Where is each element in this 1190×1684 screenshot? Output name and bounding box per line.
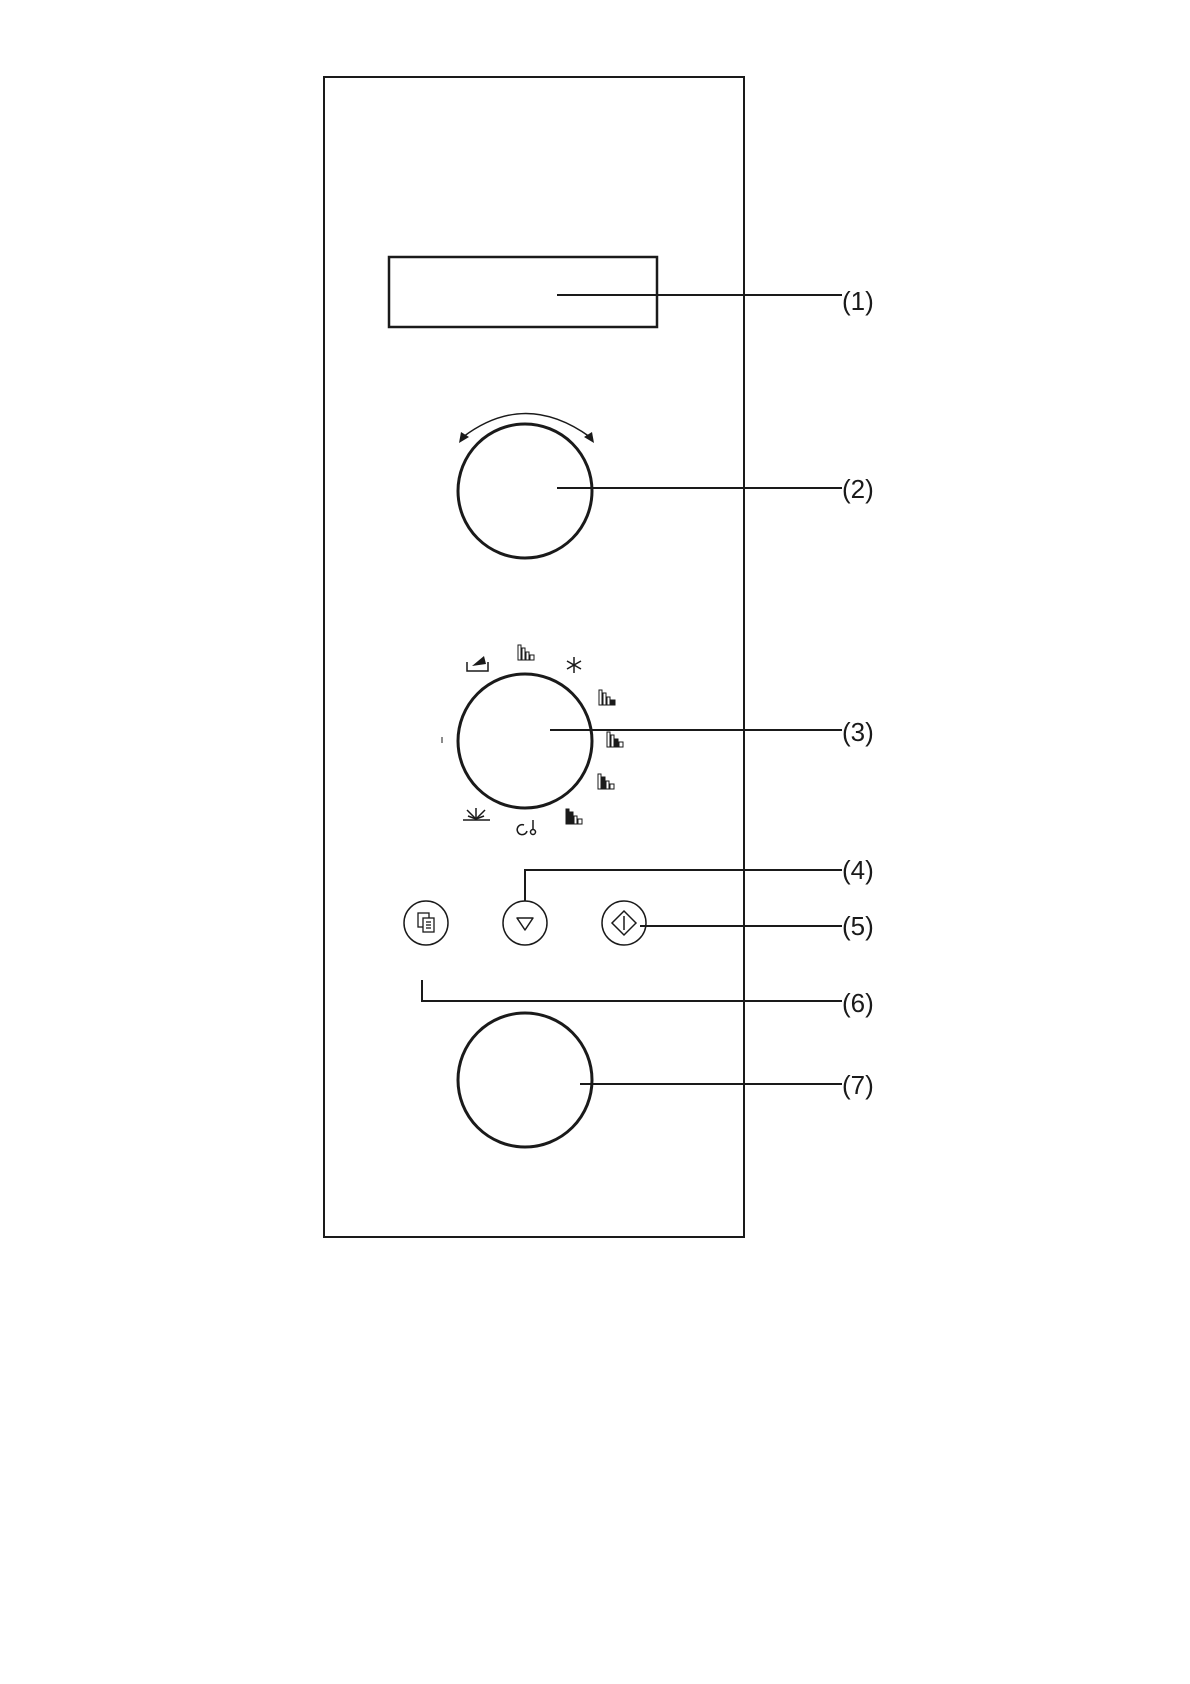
power-level-high-icon xyxy=(566,809,582,824)
callout-line-4 xyxy=(525,870,842,901)
callout-label-2: (2) xyxy=(842,474,874,504)
grill-icon xyxy=(463,808,490,820)
mode-selector-dial[interactable] xyxy=(458,674,592,808)
callout-label-1: (1) xyxy=(842,286,874,316)
memory-copy-icon xyxy=(418,913,434,932)
triangle-down-icon xyxy=(517,918,533,930)
power-level-medium-icon xyxy=(598,774,614,789)
callout-label-6: (6) xyxy=(842,988,874,1018)
callout-line-6 xyxy=(422,980,842,1001)
grill-tray-icon xyxy=(467,656,488,671)
memory-button[interactable] xyxy=(404,901,448,945)
timer-knob-body[interactable] xyxy=(458,424,592,558)
lower-knob[interactable] xyxy=(458,1013,592,1147)
power-level-medium-low-icon xyxy=(607,732,623,747)
defrost-snowflake-icon xyxy=(567,657,581,673)
callout-label-3: (3) xyxy=(842,717,874,747)
callout-label-7: (7) xyxy=(842,1070,874,1100)
callout-label-4: (4) xyxy=(842,855,874,885)
callout-label-5: (5) xyxy=(842,911,874,941)
display-window xyxy=(389,257,657,327)
power-level-bars-icon xyxy=(518,645,534,660)
start-button[interactable] xyxy=(602,901,646,945)
power-level-low-icon xyxy=(599,690,615,705)
auto-reheat-icon xyxy=(517,820,535,835)
down-button[interactable] xyxy=(503,901,547,945)
timer-knob[interactable] xyxy=(458,414,594,559)
